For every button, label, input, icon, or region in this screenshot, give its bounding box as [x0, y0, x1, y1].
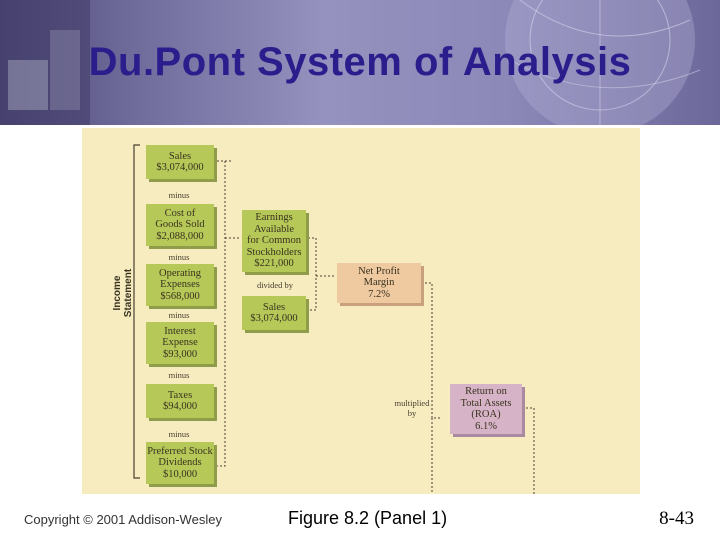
figure-caption: Figure 8.2 (Panel 1) [288, 508, 448, 528]
box-line: $221,000 [254, 258, 294, 270]
roa-box: Return on Total Assets (ROA) 6.1% [450, 384, 522, 434]
box-line: Net Profit [358, 265, 400, 277]
banner-decoration [0, 0, 701, 125]
minus-label: minus [168, 252, 190, 262]
sales-box: Sales $3,074,000 [146, 145, 214, 179]
box-line: Earnings [255, 212, 293, 224]
box-line: Available [253, 223, 295, 235]
box-line: Dividends [158, 457, 202, 469]
multiplied-by-label: multiplied by [390, 398, 434, 418]
box-line: 7.2% [368, 288, 390, 300]
box-line: $3,074,000 [156, 162, 204, 173]
box-line: Margin [363, 277, 395, 289]
box-line: Sales [262, 301, 286, 313]
box-line: $3,074,000 [250, 313, 298, 324]
figure-connectors [133, 144, 535, 494]
interest-expense-box: Interest Expense $93,000 [146, 322, 214, 364]
preferred-dividends-box: Preferred Stock Dividends $10,000 [146, 442, 214, 484]
income-statement-label: Income Statement [112, 258, 134, 328]
net-profit-margin-box: Net Profit Margin 7.2% [337, 263, 421, 303]
minus-label: minus [168, 370, 190, 380]
box-line: Taxes [167, 389, 193, 401]
op-line: multiplied [394, 398, 430, 408]
box-line: Stockholders [246, 246, 302, 258]
earnings-available-box: Earnings Available for Common Stockholde… [242, 210, 306, 272]
box-line: $94,000 [162, 401, 198, 412]
slide-number: 8-43 [659, 508, 694, 529]
side-label-line2: Statement [123, 268, 134, 318]
operating-expenses-box: Operating Expenses $568,000 [146, 264, 214, 306]
op-line: by [407, 408, 417, 418]
box-line: Return on [465, 386, 507, 397]
box-line: Cost of [164, 207, 196, 219]
box-line: 6.1% [475, 420, 497, 432]
minus-label: minus [168, 190, 190, 200]
taxes-box: Taxes $94,000 [146, 384, 214, 418]
page-title: Du.Pont System of Analysis [88, 40, 632, 84]
box-line: Goods Sold [155, 219, 205, 231]
box-line: $10,000 [162, 468, 198, 480]
divided-by-label: divided by [256, 280, 294, 290]
minus-label: minus [168, 429, 190, 439]
header-banner: Du.Pont System of Analysis [0, 0, 720, 125]
box-line: Expense [162, 337, 198, 349]
sales-divisor-box: Sales $3,074,000 [242, 296, 306, 330]
box-line: $2,088,000 [156, 230, 204, 242]
box-line: for Common [247, 235, 301, 247]
copyright-text: Copyright © 2001 Addison-Wesley [24, 512, 222, 527]
box-line: Interest [164, 325, 196, 337]
dupont-figure: Income Statement Sales $3,074,000 minus … [82, 128, 640, 494]
box-line: Preferred Stock [147, 445, 213, 457]
box-line: Total Assets [460, 397, 512, 409]
side-label-line1: Income [112, 275, 123, 311]
minus-label: minus [168, 310, 190, 320]
box-line: (ROA) [471, 409, 501, 420]
box-line: Sales [168, 150, 192, 162]
box-line: $93,000 [162, 348, 198, 360]
box-line: Operating [159, 267, 201, 279]
box-line: $568,000 [160, 290, 200, 302]
box-line: Expenses [160, 279, 200, 291]
cogs-box: Cost of Goods Sold $2,088,000 [146, 204, 214, 246]
